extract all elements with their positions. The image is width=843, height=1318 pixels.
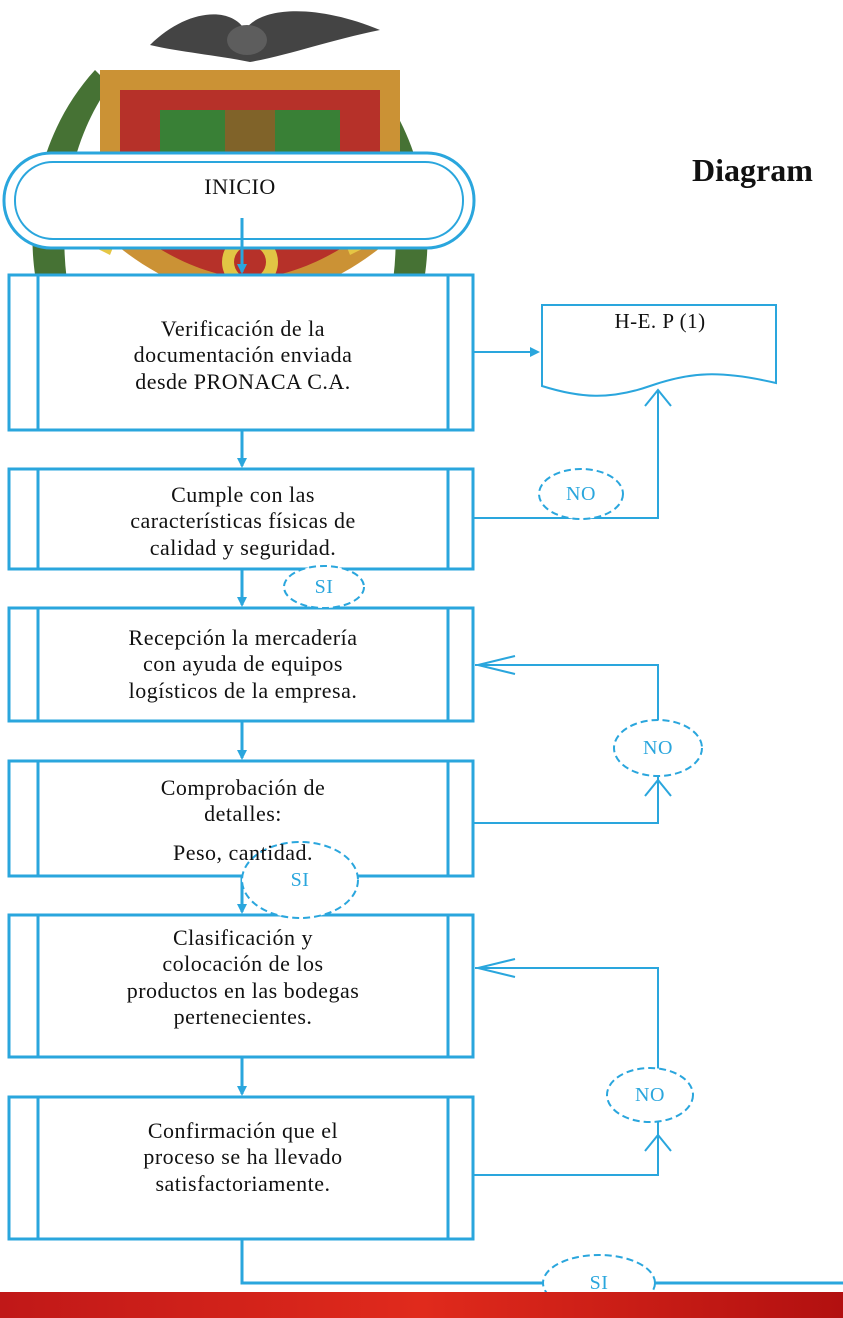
no-label-3: NO [635,1084,665,1106]
document-shape [541,304,777,397]
no-label-circle-2 [613,719,703,777]
process-box-6 [7,1095,475,1241]
process-box-4 [7,759,475,878]
process-box-2 [7,467,475,571]
no-label-circle-3 [606,1067,694,1123]
diagram-title: Diagram [692,152,813,188]
start-label: INICIO [204,174,276,199]
si-label-2: SI [290,869,310,891]
start-terminator [2,151,476,250]
process-box-3 [7,606,475,723]
document-label: H-E. P (1) [614,309,706,333]
footer-bar [0,1292,843,1318]
no-label-circle-1 [538,468,624,520]
process-box-5 [7,913,475,1059]
si-label-circle-2 [241,841,359,919]
si-label-1: SI [314,576,334,598]
no-label-2: NO [643,737,673,759]
no-label-1: NO [566,483,596,505]
si-label-circle-1 [283,565,365,609]
si-label-3: SI [589,1272,609,1294]
